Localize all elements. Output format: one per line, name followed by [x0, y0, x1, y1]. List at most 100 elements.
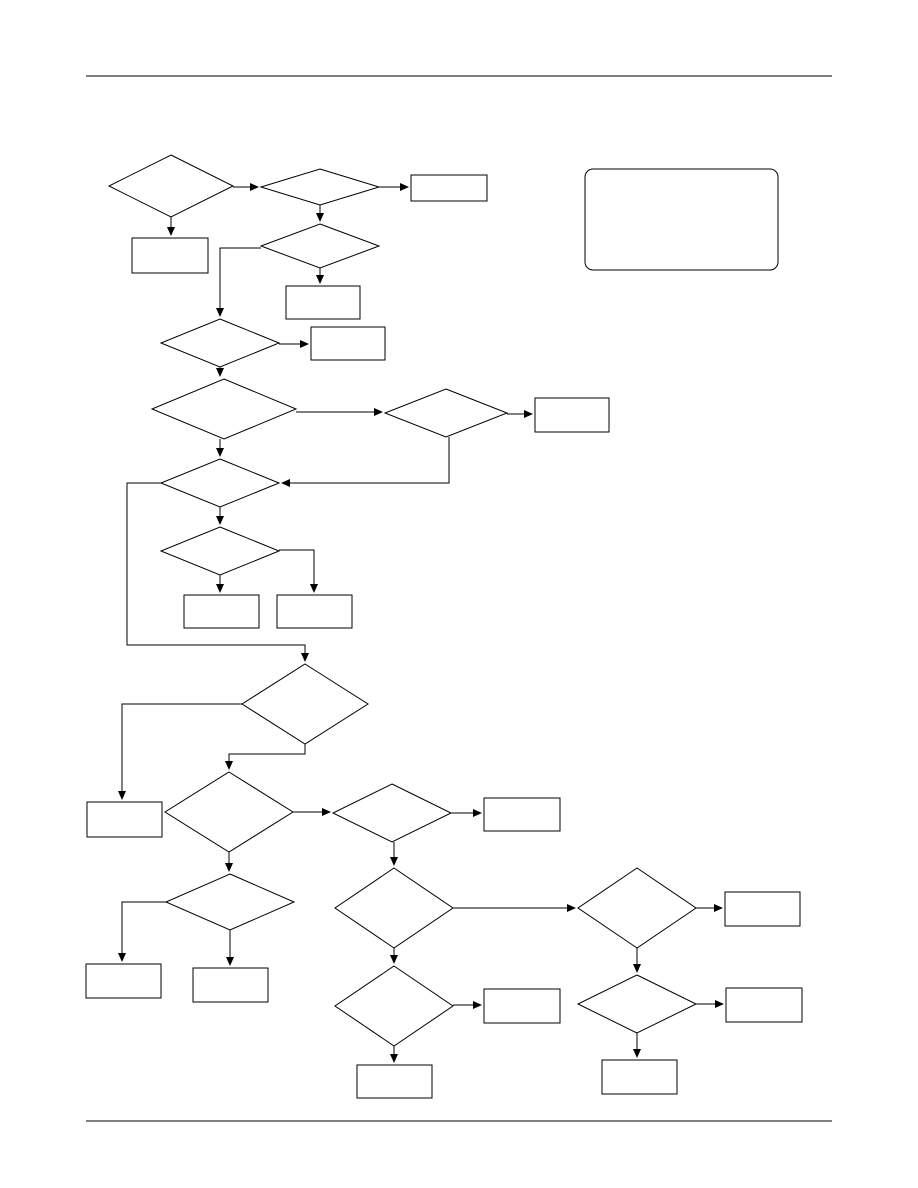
- process-box-r1: [131, 237, 209, 274]
- process-box-r7: [276, 594, 353, 629]
- arrowhead: [473, 809, 482, 817]
- connector-d8-r7: [279, 549, 318, 593]
- decision-d9: [241, 663, 369, 745]
- connector-d15-d16: [633, 948, 641, 973]
- connector-d12-r11: [226, 930, 234, 966]
- arrowhead: [216, 516, 224, 525]
- arrowhead: [281, 479, 290, 487]
- decision-d16: [576, 974, 698, 1034]
- decision-d13: [334, 867, 454, 949]
- decision-d2: [259, 168, 381, 206]
- arrowhead: [167, 227, 175, 236]
- decision-d1: [107, 154, 235, 218]
- connector-line: [290, 437, 450, 484]
- decision-d6: [383, 388, 509, 438]
- process-box-r12: [483, 988, 561, 1024]
- decision-d14: [334, 965, 454, 1047]
- connector-d16-r15: [696, 1000, 724, 1008]
- arrowhead: [216, 308, 224, 317]
- arrowhead: [567, 904, 576, 912]
- connector-d13-d15: [453, 904, 576, 912]
- process-box-r9: [483, 797, 561, 832]
- process-box-r11: [192, 967, 269, 1003]
- arrowhead: [225, 863, 233, 872]
- connector-line: [121, 901, 166, 953]
- arrowhead: [390, 955, 398, 964]
- arrowhead: [524, 410, 533, 418]
- process-box-r8: [86, 801, 163, 838]
- connector-d5-d6: [296, 408, 383, 416]
- decision-d4: [159, 318, 281, 368]
- arrowhead: [310, 584, 318, 593]
- arrowhead: [390, 857, 398, 866]
- decision-d12: [164, 873, 296, 931]
- arrowhead: [216, 584, 224, 593]
- arrowhead: [473, 1001, 482, 1009]
- flowchart-nodes: [85, 154, 803, 1099]
- arrowhead: [226, 957, 234, 966]
- process-box-note: [584, 168, 779, 271]
- arrowhead: [300, 340, 309, 348]
- connector-d6-r5: [507, 410, 533, 418]
- process-box-r15: [725, 987, 803, 1023]
- arrowhead: [225, 761, 233, 770]
- process-box-r16: [601, 1059, 678, 1095]
- process-box-r4: [310, 326, 386, 361]
- arrowhead: [316, 275, 324, 284]
- arrowhead: [400, 183, 409, 191]
- connector-d7-d8: [216, 507, 224, 525]
- decision-d15: [577, 867, 697, 949]
- connector-d11-d13: [390, 842, 398, 866]
- connector-d4-r4: [279, 340, 309, 348]
- decision-d11: [331, 783, 453, 843]
- arrowhead: [633, 1049, 641, 1058]
- connector-d14-r13: [390, 1046, 398, 1063]
- process-box-r14: [724, 891, 801, 927]
- connector-d14-r12: [453, 1001, 482, 1009]
- arrowhead: [390, 1054, 398, 1063]
- connector-d9-r8: [118, 703, 242, 800]
- arrowhead: [118, 791, 126, 800]
- arrowhead: [250, 183, 259, 191]
- process-box-r6: [183, 594, 260, 629]
- connector-line: [121, 703, 242, 791]
- arrowhead: [316, 213, 324, 222]
- process-box-r3: [285, 285, 361, 320]
- arrowhead: [322, 808, 331, 816]
- arrowhead: [374, 408, 383, 416]
- process-box-r13: [356, 1064, 433, 1099]
- connector-d16-r16: [633, 1033, 641, 1058]
- arrowhead: [301, 653, 309, 662]
- connector-d11-r9: [451, 809, 482, 817]
- process-box-r5: [534, 397, 610, 433]
- connector-d4-d5: [216, 367, 224, 377]
- connector-d1-d2: [233, 183, 259, 191]
- connector-d8-r6: [216, 575, 224, 593]
- connector-d10-d12: [225, 852, 233, 872]
- connector-d12-r10: [118, 901, 166, 962]
- arrowhead: [118, 953, 126, 962]
- connector-d3-d4: [216, 247, 261, 317]
- connector-d13-d14: [390, 948, 398, 964]
- connector-d10-d11: [293, 808, 331, 816]
- connector-line: [228, 744, 306, 761]
- connector-d6-d7: [281, 437, 450, 487]
- decision-d8: [159, 526, 281, 576]
- process-box-r2: [410, 174, 488, 202]
- arrowhead: [715, 1000, 724, 1008]
- decision-d7: [159, 458, 281, 508]
- decision-d3: [259, 223, 381, 269]
- connector-d9-d10: [225, 744, 306, 770]
- flowchart-edges: [118, 183, 724, 1063]
- connector-d2-d3: [316, 205, 324, 222]
- connector-d3-r3: [316, 268, 324, 284]
- decision-d10: [164, 771, 294, 853]
- connector-line: [219, 247, 261, 308]
- connector-d15-r14: [696, 904, 723, 912]
- process-box-r10: [85, 963, 162, 999]
- arrowhead: [216, 448, 224, 457]
- decision-d5: [150, 378, 298, 440]
- connector-d2-r2: [379, 183, 409, 191]
- arrowhead: [633, 964, 641, 973]
